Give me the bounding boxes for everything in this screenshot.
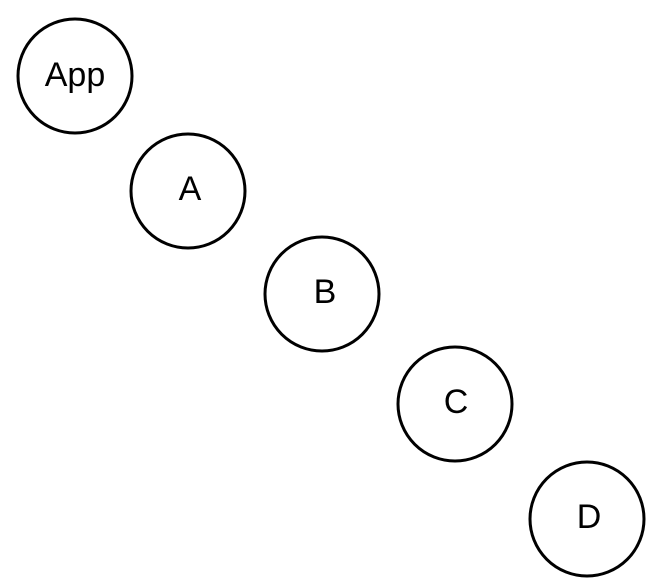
node-b[interactable]: B	[263, 235, 381, 353]
node-circle-a[interactable]	[129, 132, 247, 250]
node-circle-app[interactable]	[16, 17, 134, 135]
node-app[interactable]: App	[16, 17, 134, 135]
node-label-c: C	[444, 383, 469, 421]
node-label-app: App	[45, 56, 106, 94]
node-circle-c[interactable]	[396, 345, 514, 463]
node-a[interactable]: A	[129, 132, 247, 250]
node-label-a: A	[179, 170, 202, 208]
node-circle-d[interactable]	[528, 460, 646, 578]
node-label-b: B	[314, 273, 337, 311]
node-d[interactable]: D	[528, 460, 646, 578]
node-c[interactable]: C	[396, 345, 514, 463]
node-label-d: D	[577, 498, 602, 536]
node-circle-b[interactable]	[263, 235, 381, 353]
